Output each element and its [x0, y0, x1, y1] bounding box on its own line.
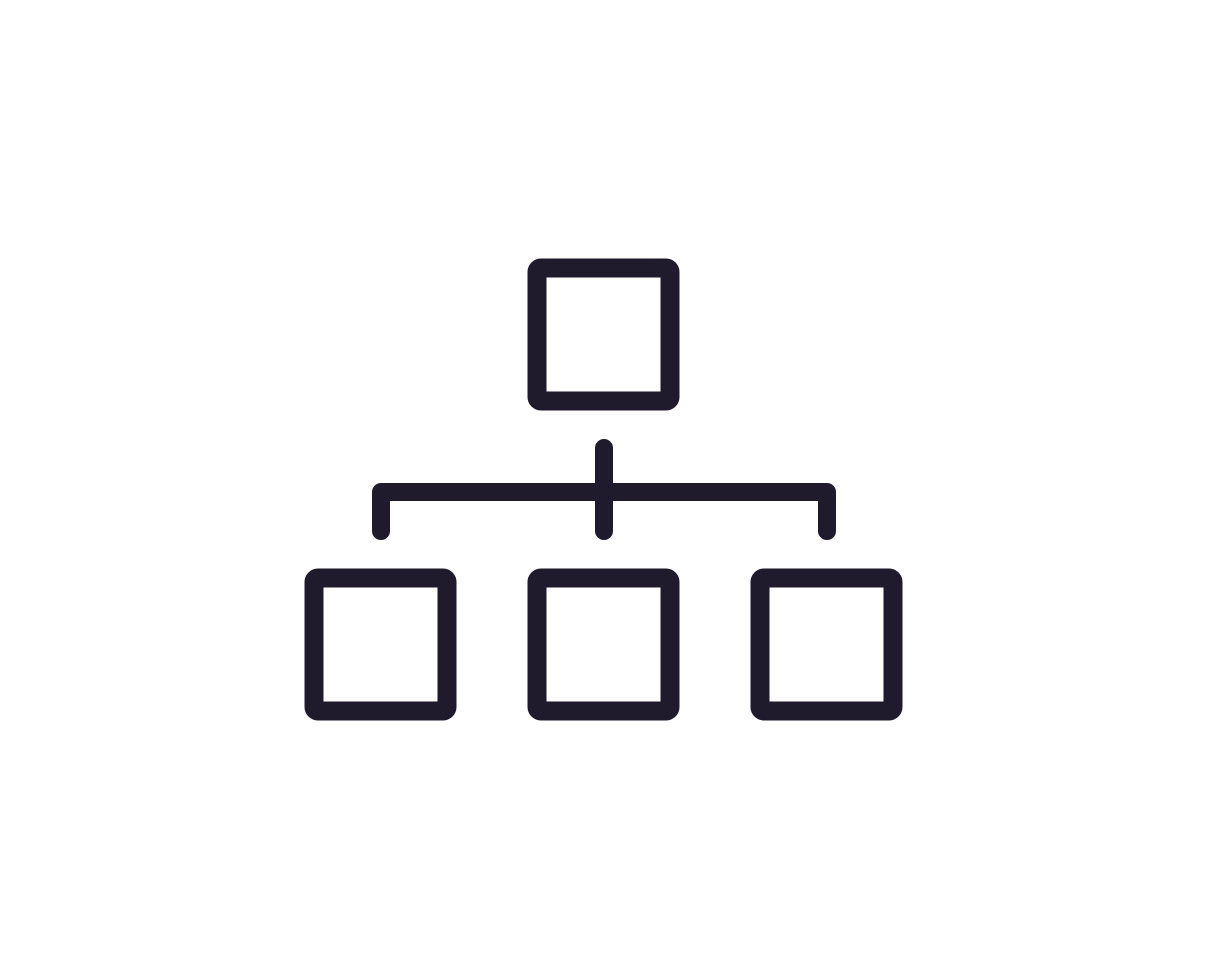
child-node-center [527, 568, 680, 721]
child-node-left [304, 568, 457, 721]
connector-lines [372, 439, 836, 540]
connector-bracket [372, 483, 836, 540]
child-node-right [750, 568, 903, 721]
root-node [527, 258, 680, 411]
